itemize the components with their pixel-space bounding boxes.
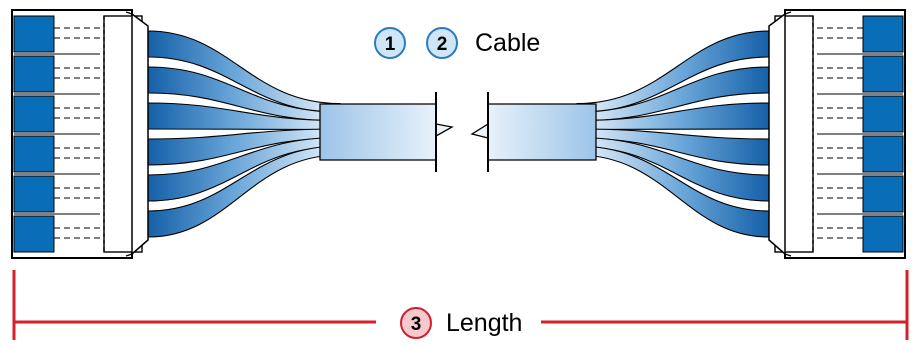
length-dimension: 3 Length [12, 270, 909, 340]
left-cable-strands [147, 30, 341, 238]
right-port-4 [862, 135, 904, 173]
callout-2-badge: 2 [426, 27, 458, 59]
left-port-4 [13, 135, 55, 173]
right-port-3 [862, 95, 904, 133]
left-port-5 [13, 175, 55, 213]
right-port-6 [862, 215, 904, 253]
cable-label: 1 2 Cable [374, 27, 540, 59]
left-cable-break [319, 92, 454, 172]
left-connector [11, 9, 149, 259]
callout-1-badge: 1 [374, 27, 406, 59]
right-port-2 [862, 55, 904, 93]
left-port-3 [13, 95, 55, 133]
callout-1-number: 1 [385, 34, 396, 55]
right-port-5 [862, 175, 904, 213]
right-cable-break [470, 92, 597, 172]
left-port-6 [13, 215, 55, 253]
cable-label-text: Cable [475, 29, 540, 57]
length-label-text: Length [446, 309, 522, 337]
callout-2-number: 2 [437, 34, 448, 55]
callout-3-badge: 3 [400, 307, 432, 339]
callout-3-number: 3 [411, 314, 422, 335]
left-port-2 [13, 55, 55, 93]
right-cable-strands [576, 30, 770, 238]
right-port-1 [862, 15, 904, 53]
left-port-1 [13, 15, 55, 53]
right-connector [768, 9, 906, 259]
